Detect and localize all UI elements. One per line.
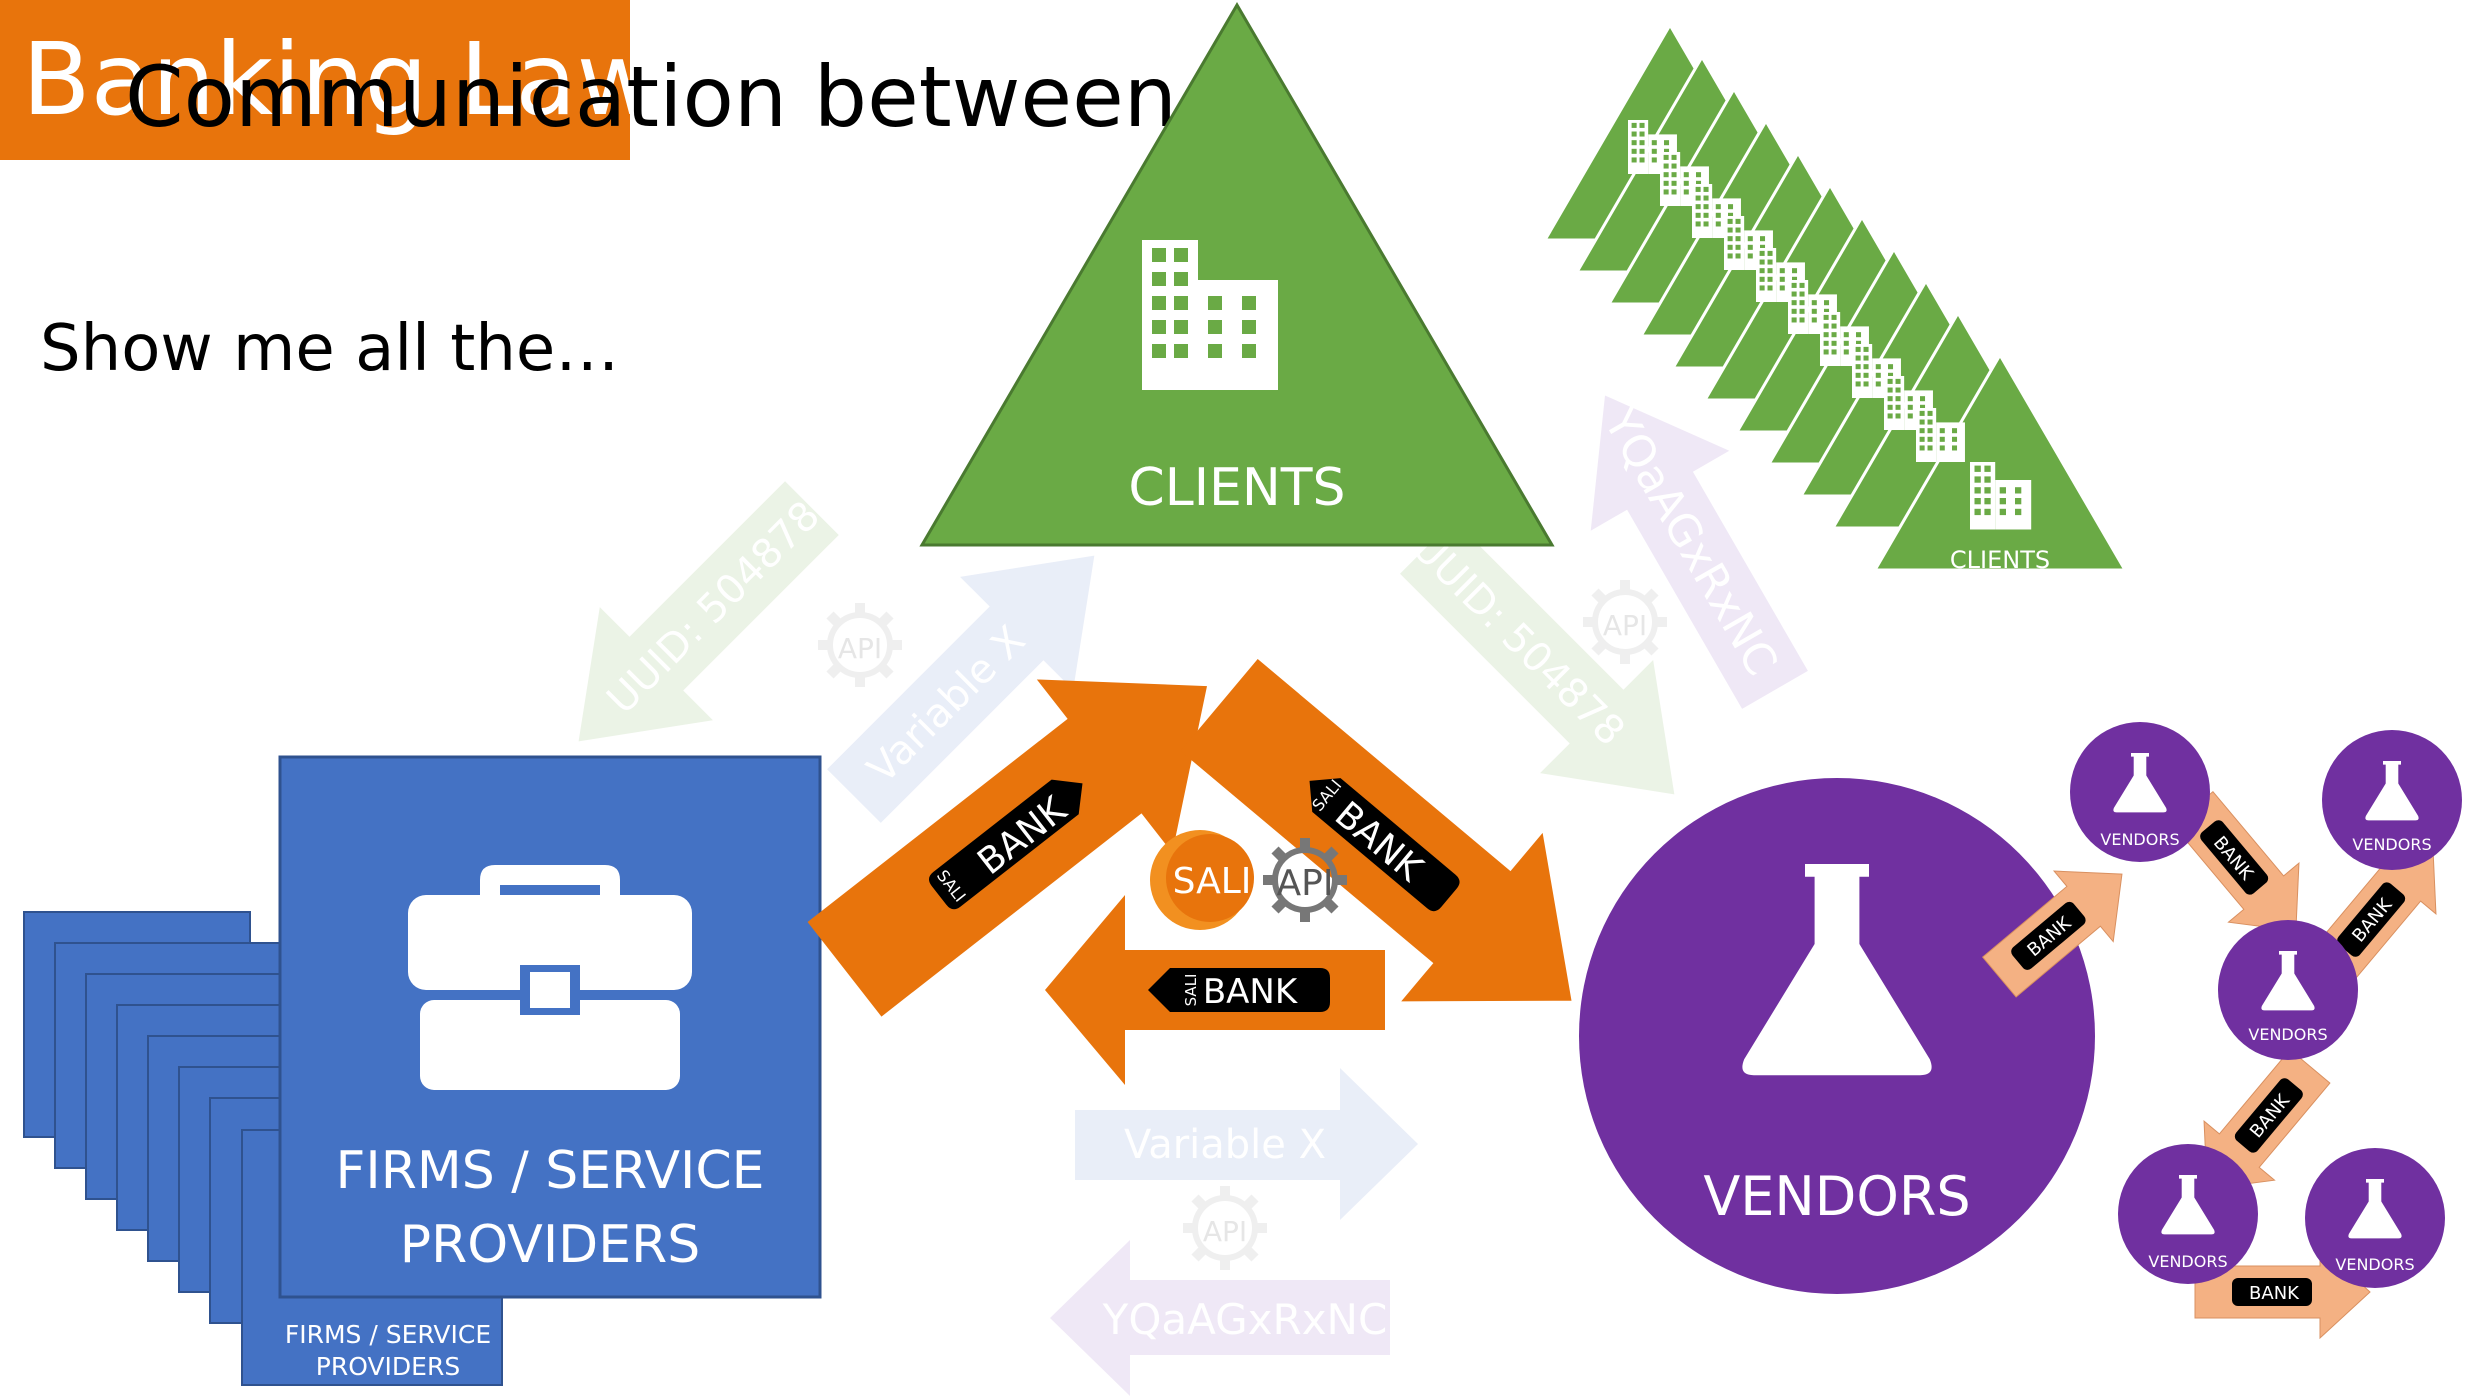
vendor-network: BANK BANK BANK BANK BANK [1981,722,2462,1340]
bank-arrow-left: BANK SALI [1045,895,1385,1085]
vendor-small-label: VENDORS [2335,1255,2414,1274]
vendor-small-label: VENDORS [2148,1252,2227,1271]
link-arrow: BANK [2194,1244,2371,1340]
variable-arrow-bottom: Variable X [1075,1068,1418,1220]
clients-node[interactable]: CLIENTS [919,2,1555,547]
bank-arrow-up-right: BANK SALI [807,679,1208,1017]
vendors-label: VENDORS [1703,1165,1970,1228]
clients-label: CLIENTS [1128,458,1345,518]
variable-label-bottom: Variable X [1124,1122,1326,1168]
briefcase-icon [408,865,692,1090]
vendor-small-node[interactable]: VENDORS [2070,722,2210,862]
sali-logo-label: SALI [1173,861,1252,902]
token-label-bottom: YQaAGxRxNC [1102,1295,1388,1344]
link-arrow: BANK [2203,1048,2331,1190]
client-triangle-front [1872,352,2128,572]
clients-stack: CLIENTS [1542,22,2128,574]
firms-small-label-line2: PROVIDERS [316,1352,460,1381]
api-label: API [1277,863,1334,904]
token-arrow-bottom: YQaAGxRxNC [1050,1240,1390,1396]
clients-small-label: CLIENTS [1950,546,2050,574]
sali-logo: SALI [1150,830,1254,930]
bank-arrow-down-right: BANK SALI [1180,659,1572,1002]
sali-tag-label: SALI [1182,974,1200,1007]
sali-bank-cycle: BANK SALI BANK SALI BANK SALI SALI [807,659,1572,1085]
vendor-small-node[interactable]: VENDORS [2118,1144,2258,1284]
firms-label-line2: PROVIDERS [400,1215,700,1275]
vendor-small-label: VENDORS [2248,1025,2327,1044]
api-gear-label: API [838,632,882,665]
vendor-small-node[interactable]: VENDORS [2305,1148,2445,1288]
link-arrow: BANK [2172,790,2300,932]
bank-label: BANK [1203,972,1299,1012]
bank-label: BANK [2249,1283,2300,1304]
vendor-small-label: VENDORS [2352,835,2431,854]
api-gear-label: API [1603,609,1647,642]
topic-badge: Banking Law [0,0,658,160]
firms-small-label-line1: FIRMS / SERVICE [285,1320,491,1349]
page-title: Communication between… [125,48,1262,146]
uuid-label-firms: UUID: 504878 [598,493,829,724]
link-arrow: BANK [1981,870,2123,998]
vendor-small-label: VENDORS [2100,830,2179,849]
vendor-small-node[interactable]: VENDORS [2218,920,2358,1060]
subtitle: Show me all the… [40,312,620,386]
vendor-small-node[interactable]: VENDORS [2322,730,2462,870]
vendors-node[interactable]: VENDORS [1579,778,2095,1294]
uuid-arrow-firms: UUID: 504878 [578,481,839,742]
firms-node[interactable]: FIRMS / SERVICE PROVIDERS [278,755,822,1299]
firms-label-line1: FIRMS / SERVICE [335,1141,764,1201]
api-gear-label: API [1203,1215,1247,1248]
